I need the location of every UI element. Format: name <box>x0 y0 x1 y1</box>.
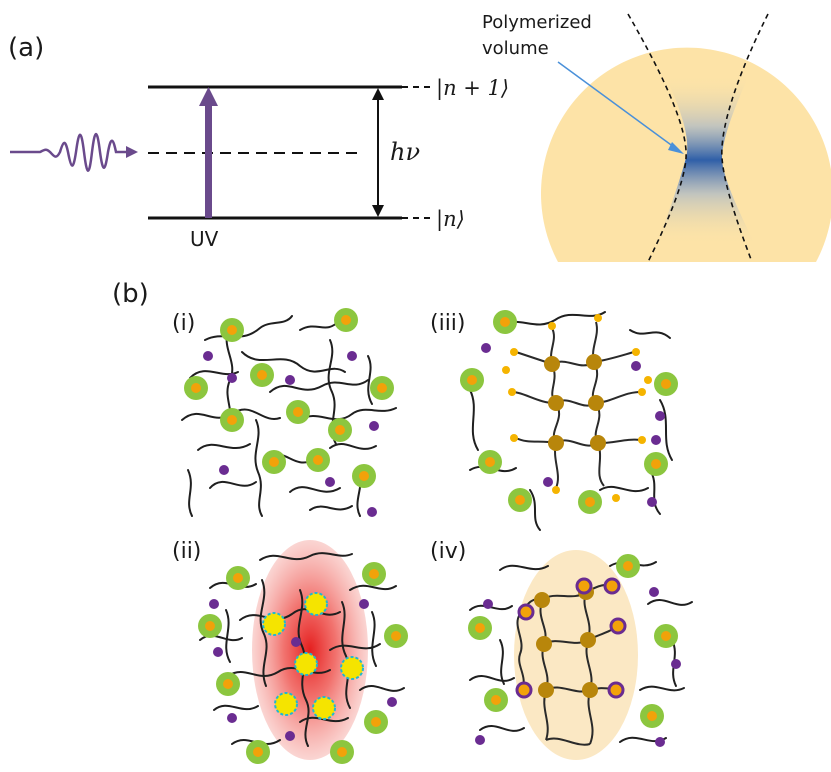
chain-group-iii <box>469 311 673 531</box>
inhibitor-molecules-iii <box>481 343 665 507</box>
subpanel-i-label: (i) <box>172 311 195 336</box>
focal-label-line1: Polymerized <box>482 12 592 33</box>
uv-arrowhead-icon <box>199 87 218 106</box>
initiator-molecules-iv <box>468 554 678 728</box>
focal-volume: Polymerized volume <box>482 12 831 263</box>
polymerized-zone <box>514 550 638 760</box>
inhibitor-molecules-ii <box>209 599 397 741</box>
beam-waist-left <box>627 13 687 263</box>
panel-b: (b) (i) <box>112 279 693 764</box>
radical-molecules-ii <box>262 592 364 720</box>
inhibitor-molecules-iv <box>475 587 681 747</box>
energy-gap-arrowhead-up-icon <box>372 88 384 100</box>
beam-waist-right <box>721 13 769 263</box>
excitation-zone <box>252 540 368 760</box>
subpanel-iii-label: (iii) <box>430 311 466 336</box>
panel-a: (a) UV hν |n + 1⟩ |n⟩ Polymerized <box>8 12 831 263</box>
inhibitor-molecules-i <box>203 351 379 517</box>
photon-arrowhead-icon <box>126 146 138 158</box>
terminated-radicals-iv <box>515 577 627 699</box>
initiator-molecules-iii <box>460 310 678 514</box>
subpanel-iv: (iv) <box>430 539 693 760</box>
uv-label: UV <box>190 227 219 251</box>
initiator-molecules-ii <box>198 562 408 764</box>
energy-gap-arrowhead-down-icon <box>372 205 384 217</box>
subpanel-ii-label: (ii) <box>172 539 201 564</box>
initiator-molecules-i <box>184 308 394 488</box>
photon-wave-icon <box>10 132 126 172</box>
lower-level-label: |n⟩ <box>436 207 465 232</box>
uv-excitation-arrow <box>205 104 212 218</box>
pointer-arrow <box>557 61 679 151</box>
subpanel-ii: (ii) <box>172 539 408 764</box>
pointer-arrowhead-icon <box>668 142 684 154</box>
focal-label-line2: volume <box>482 38 549 59</box>
panel-a-label: (a) <box>8 33 44 63</box>
subpanel-i: (i) <box>172 308 397 517</box>
radical-ends-iii <box>502 314 652 502</box>
energy-label: hν <box>390 138 420 166</box>
subpanel-iii: (iii) <box>430 310 678 531</box>
panel-b-label: (b) <box>112 279 149 309</box>
crosslink-network-iii <box>511 321 641 489</box>
upper-level-label: |n + 1⟩ <box>436 76 509 101</box>
subpanel-iv-label: (iv) <box>430 539 466 564</box>
